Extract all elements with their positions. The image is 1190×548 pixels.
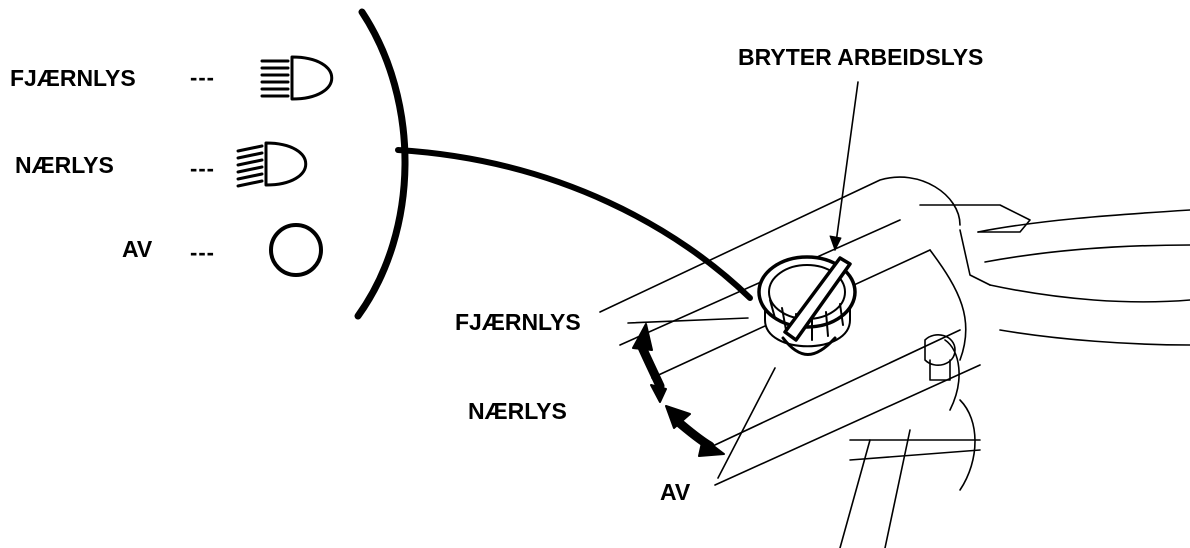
high-beam-icon	[260, 55, 334, 101]
switch-title-label: BRYTER ARBEIDSLYS	[738, 44, 984, 70]
position-arrow-low-off	[665, 405, 725, 457]
legend-separator-high-beam: ---	[190, 65, 215, 90]
legend-separator-low-beam: ---	[190, 156, 215, 181]
legend-label-low-beam: NÆRLYS	[15, 152, 114, 178]
handlebar-housing	[599, 176, 1190, 548]
position-arrow-high-low	[632, 323, 667, 403]
switch-knob	[757, 255, 857, 356]
legend-bracket	[354, 8, 409, 320]
leader-switch-title	[834, 81, 859, 251]
off-circle-icon	[269, 223, 323, 277]
leader-off	[717, 367, 776, 479]
callout-high-beam: FJÆRNLYS	[455, 309, 581, 335]
leader-high	[627, 317, 749, 324]
callout-off: AV	[660, 479, 691, 505]
legend-label-high-beam: FJÆRNLYS	[10, 65, 136, 91]
legend-label-off: AV	[122, 236, 153, 262]
legend-separator-off: ---	[190, 240, 215, 265]
callout-low-beam: NÆRLYS	[468, 398, 567, 424]
leader-bracket-to-knob	[395, 147, 753, 301]
low-beam-icon	[236, 141, 308, 188]
leader-arrowhead	[829, 235, 842, 251]
